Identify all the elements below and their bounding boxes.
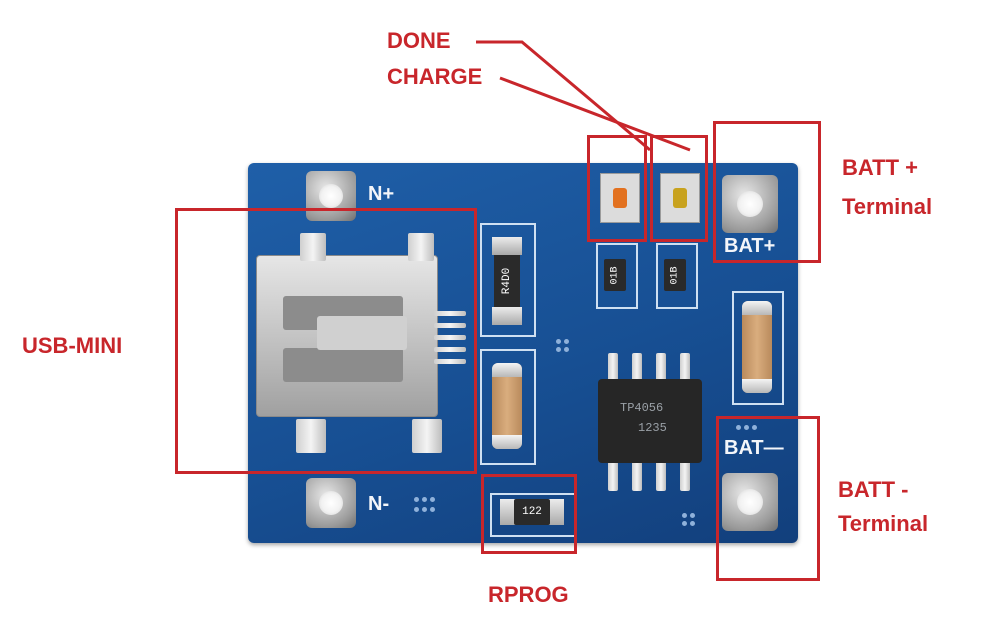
usb-tab [408,233,434,261]
chip-marking-line2: 1235 [638,421,667,435]
chip-pin [632,459,642,491]
cap-out-end [742,301,772,315]
r-led-2-outline [656,243,698,309]
usb-tongue [317,316,407,350]
via [556,347,561,352]
usb-tab [296,419,326,453]
rprog-end [548,499,564,525]
label-charge: CHARGE [387,64,483,89]
box-rprog [481,474,577,554]
via [690,521,695,526]
pad-bat-minus [722,473,778,531]
cap-out [742,301,772,393]
box-batt-plus [713,121,821,263]
r-current-body: R4D0 [494,253,520,309]
label-rprog: RPROG [488,582,569,607]
label-batt-minus-line1: BATT - [838,477,909,502]
usb-inner-slot [283,348,403,382]
box-batt-minus [716,416,820,581]
via [682,513,687,518]
rprog-body: 122 [514,499,550,525]
silk-bat-plus: BAT+ [724,235,776,257]
mount-hole [319,184,343,208]
r-led-1-body: 01B [604,259,626,291]
r-led-1-outline [596,243,638,309]
chip-pin [632,353,642,383]
usb-pin [434,335,466,340]
via [564,339,569,344]
via [744,425,749,430]
usb-pin [434,347,466,352]
usb-mini-connector [256,255,438,417]
led-charge-die [673,188,687,208]
chip-pin [656,459,666,491]
via [752,425,757,430]
via [564,347,569,352]
rprog-end [500,499,516,525]
rprog-marking: 122 [522,506,542,518]
chip-pin [680,353,690,383]
cap-out-outline [732,291,784,405]
usb-pin [434,323,466,328]
r-current-outline [480,223,536,337]
label-batt-plus-line1: BATT + [842,155,918,180]
via [690,513,695,518]
usb-tab [412,419,442,453]
chip-pin [608,353,618,383]
via [414,497,419,502]
via [556,339,561,344]
silk-n-minus: N- [368,493,390,515]
usb-pin [434,359,466,364]
box-usb-mini [175,208,477,474]
r-current-end [492,237,522,255]
box-charge-led [650,135,708,242]
label-batt-plus-line2: Terminal [842,194,933,219]
via [422,497,427,502]
via [430,507,435,512]
cap-out-end [742,379,772,393]
via [414,507,419,512]
leader-charge [499,76,691,152]
usb-tab [300,233,326,261]
cap-in-outline [480,349,536,465]
mount-hole [319,491,343,515]
silk-n-plus: N+ [368,183,395,205]
mount-hole [737,191,763,217]
via [682,521,687,526]
pad-n-minus [306,478,356,528]
chip-pin [608,459,618,491]
mount-hole [737,489,763,515]
via [736,425,741,430]
cap-in [492,363,522,449]
box-done-led [587,135,647,242]
cap-in-end [492,435,522,449]
usb-pin [434,311,466,316]
chip-marking-line1: TP4056 [620,401,664,415]
pad-n-plus [306,171,356,221]
label-batt-minus-line2: Terminal [838,511,929,536]
tp4056-chip: TP4056 1235 [598,379,702,463]
via [422,507,427,512]
chip-pin [656,353,666,383]
r-led-2-body: 01B [664,259,686,291]
chip-pin [680,459,690,491]
pad-bat-plus [722,175,778,233]
label-usb-mini: USB-MINI [22,333,123,358]
led-done [600,173,640,223]
r-current-end [492,307,522,325]
cap-in-end [492,363,522,377]
leader-done [476,40,651,152]
silk-bat-minus: BAT— [724,437,784,459]
led-done-die [613,188,627,208]
led-charge [660,173,700,223]
via [430,497,435,502]
label-done: DONE [387,28,451,53]
